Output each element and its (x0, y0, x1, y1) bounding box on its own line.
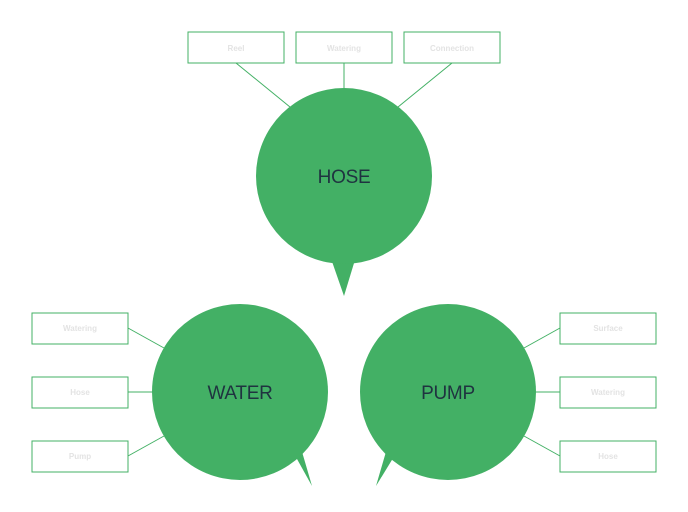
hub-hose: HOSE (256, 88, 432, 296)
tag-label-hose-watering: Watering (327, 44, 361, 53)
tag-label-water-pump: Pump (69, 452, 91, 461)
tag-label-hose-reel: Reel (228, 44, 245, 53)
tag-box-frame (31, 312, 129, 345)
tag-box-hose-reel: Reel (187, 31, 285, 64)
tag-box-pump-watering: Watering (559, 376, 657, 409)
hub-water: WATER (152, 304, 328, 486)
hub-water-bubble (152, 304, 328, 480)
connector-hose-connection (397, 62, 453, 108)
tag-box-frame (295, 31, 393, 64)
tag-box-frame (31, 440, 129, 473)
tag-box-pump-surface: Surface (559, 312, 657, 345)
tag-box-frame (559, 440, 657, 473)
tag-box-pump-hose: Hose (559, 440, 657, 473)
pump-tags: Surface Watering Hose (559, 312, 657, 473)
water-tags: Watering Hose Pump (31, 312, 129, 473)
tag-box-water-watering: Watering (31, 312, 129, 345)
tag-box-frame (559, 376, 657, 409)
hub-water-label: WATER (208, 383, 273, 404)
tag-box-water-pump: Pump (31, 440, 129, 473)
connector-hose-reel (235, 62, 291, 108)
tag-box-hose-watering: Watering (295, 31, 393, 64)
tag-label-water-hose: Hose (70, 388, 90, 397)
hub-pump-label: PUMP (421, 383, 475, 404)
tag-label-water-watering: Watering (63, 324, 97, 333)
hose-tags: Reel Watering Connection (187, 31, 501, 64)
connector-water-watering (127, 327, 165, 349)
connector-water-pump (127, 435, 165, 457)
tag-box-frame (187, 31, 285, 64)
tag-label-pump-surface: Surface (593, 324, 623, 333)
hub-hose-bubble (256, 88, 432, 264)
tag-box-water-hose: Hose (31, 376, 129, 409)
connector-pump-hose (523, 435, 561, 457)
hub-hose-label: HOSE (318, 167, 371, 188)
connector-pump-surface (523, 327, 561, 349)
tag-label-hose-connection: Connection (430, 44, 474, 53)
tag-box-hose-connection: Connection (403, 31, 501, 64)
tag-label-pump-hose: Hose (598, 452, 618, 461)
tag-label-pump-watering: Watering (591, 388, 625, 397)
connector-lines (127, 62, 561, 457)
hub-pump: PUMP (360, 304, 536, 486)
tag-box-frame (403, 31, 501, 64)
tag-box-frame (31, 376, 129, 409)
hub-pump-bubble (360, 304, 536, 480)
tag-box-frame (559, 312, 657, 345)
